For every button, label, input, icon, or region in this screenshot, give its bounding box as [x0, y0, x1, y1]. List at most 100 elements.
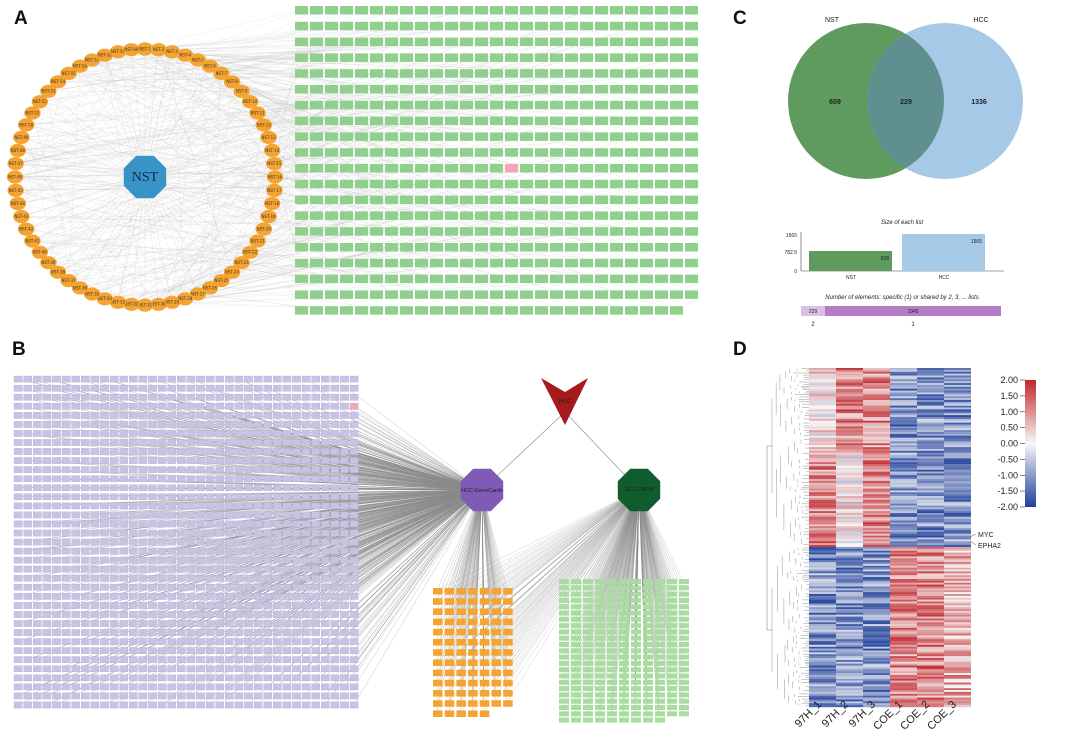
omim-gene-node [679, 616, 689, 622]
heatmap-cell [809, 426, 836, 429]
heatmap-cell [890, 373, 917, 376]
genecards-gene-node [81, 393, 90, 401]
target-gene-node [325, 243, 338, 252]
genecards-gene-node [349, 412, 359, 419]
genecards-gene-node [100, 520, 109, 528]
genecards-gene-node [263, 556, 272, 564]
heatmap-cell [836, 428, 863, 431]
target-gene-node [580, 179, 593, 189]
heatmap-cell [836, 501, 863, 504]
genecards-gene-node [349, 647, 359, 654]
genecards-gene-node [23, 593, 32, 600]
compound-node-label: NST-39 [41, 260, 56, 265]
genecards-gene-node [138, 511, 148, 519]
genecards-gene-node [253, 511, 263, 519]
genecards-gene-node [301, 439, 311, 446]
genecards-gene-node [100, 511, 109, 519]
target-gene-node [460, 274, 473, 284]
heatmap-cell [890, 379, 917, 382]
genecards-edge [334, 405, 483, 491]
heatmap-cell [809, 420, 836, 423]
genecards-gene-node [263, 565, 272, 573]
genecards-gene-node [71, 511, 80, 519]
heatmap-cell [944, 433, 971, 436]
nst-target-edge [185, 278, 497, 299]
heatmap-cell [944, 543, 971, 546]
genecards-gene-node [311, 674, 320, 682]
genecards-gene-node [52, 421, 61, 428]
shared-gene-node [444, 618, 455, 626]
genecards-gene-node [157, 402, 167, 410]
genecards-gene-node [167, 430, 176, 437]
heatmap-cell [944, 383, 971, 386]
genecards-gene-node [215, 421, 224, 428]
target-gene-node [295, 195, 308, 205]
heatmap-cell [836, 535, 863, 538]
nst-target-edge [17, 150, 662, 169]
target-gene-node [415, 53, 428, 62]
target-gene-node [550, 69, 563, 78]
target-gene-node [460, 164, 473, 173]
target-gene-node [640, 243, 653, 252]
genecards-gene-node [330, 547, 340, 555]
compound-node [163, 45, 181, 59]
genecards-gene-node [186, 565, 196, 573]
shared-gene-node [468, 639, 478, 646]
genecards-gene-node [61, 656, 71, 663]
genecards-gene-node [129, 665, 138, 673]
target-gene-node [655, 132, 668, 141]
genecards-gene-node [196, 583, 205, 591]
genecards-gene-node [253, 484, 263, 492]
genecards-gene-node [119, 475, 128, 483]
genecards-gene-node [330, 692, 340, 700]
heatmap-cell [890, 424, 917, 427]
genecards-gene-node [186, 475, 196, 483]
genecards-gene-node [109, 656, 119, 663]
nst-ring-edge [209, 73, 222, 288]
genecards-gene-node [225, 538, 234, 546]
omim-gene-node [643, 705, 653, 710]
genecards-gene-node [71, 484, 80, 492]
omim-gene-node [595, 623, 605, 629]
target-gene-node [355, 116, 368, 126]
genecards-gene-node [129, 565, 138, 573]
omim-gene-node [643, 610, 653, 616]
heatmap-cell [836, 396, 863, 399]
size-bar-hcc-value: 1565 [971, 239, 982, 245]
omim-gene-node [667, 667, 677, 673]
target-gene-node [415, 132, 428, 141]
target-gene-node [445, 164, 458, 173]
target-gene-node [460, 243, 473, 252]
heatmap-cell [917, 381, 944, 384]
genecards-gene-node [23, 674, 32, 682]
genecards-gene-node [100, 529, 109, 537]
genecards-gene-node [42, 493, 52, 501]
genecards-gene-node [129, 502, 138, 510]
heatmap-cell [863, 430, 890, 433]
genecards-gene-node [157, 665, 167, 673]
target-gene-node [295, 148, 308, 157]
genecards-gene-node [138, 602, 148, 609]
heatmap-cell [944, 416, 971, 420]
shared-gene-node [479, 700, 490, 707]
genecards-edge [334, 489, 483, 642]
omim-gene-node [667, 660, 677, 666]
compound-node [40, 256, 57, 270]
heatmap-cell [863, 516, 890, 519]
heatmap-cell [863, 554, 890, 557]
compound-node [260, 130, 277, 144]
genecards-gene-node [244, 375, 253, 383]
nst-hub-edge [48, 91, 146, 178]
genecards-gene-node [225, 629, 234, 636]
genecards-gene-node [263, 493, 272, 501]
nst-target-edge [68, 136, 647, 281]
target-gene-node [340, 100, 353, 110]
heatmap-cell [890, 552, 917, 555]
heatmap-cell [890, 405, 917, 408]
heatmap-cell [809, 368, 836, 371]
genecards-gene-node [263, 439, 272, 446]
heatmap-cell [890, 511, 917, 514]
genecards-gene-node [13, 393, 23, 401]
compound-node-label: NST-4 [179, 53, 191, 58]
genecards-edge [46, 478, 483, 491]
